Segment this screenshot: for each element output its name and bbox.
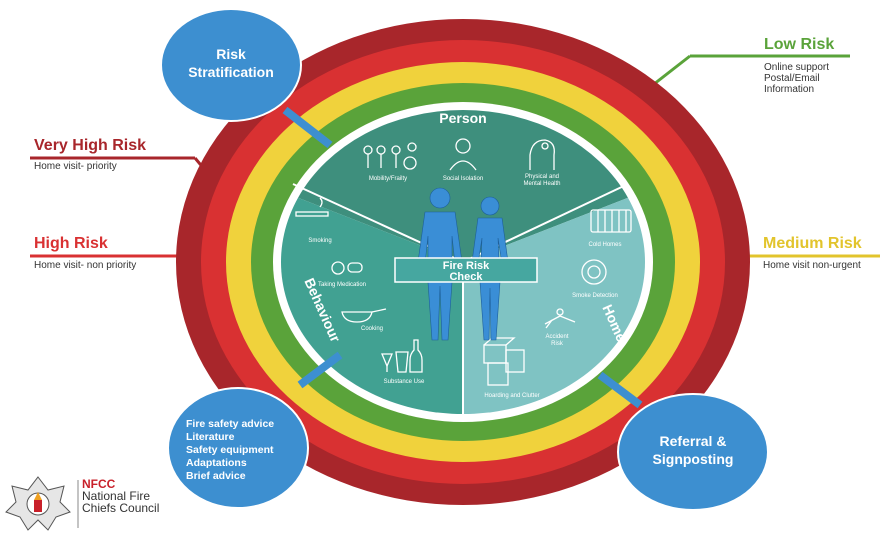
risk-low-sub-1: Postal/Email bbox=[764, 73, 820, 84]
center-label-line1: Fire Risk bbox=[443, 260, 490, 272]
risk-very-high: Very High Risk Home visit- priority bbox=[34, 137, 146, 172]
risk-high-title: High Risk bbox=[34, 235, 108, 252]
behaviour-item-substance: Substance Use bbox=[384, 379, 425, 385]
bubble-referral-line1: Referral & bbox=[660, 433, 727, 449]
advice-item-4: Brief advice bbox=[186, 470, 246, 482]
person-item-mental: Mental Health bbox=[523, 181, 560, 187]
smoking-icon bbox=[295, 197, 329, 217]
segment-home bbox=[463, 197, 645, 414]
center-label-box bbox=[394, 257, 538, 283]
nfcc-badge-icon bbox=[5, 476, 71, 531]
hoarding-boxes-icon bbox=[483, 337, 525, 386]
nfcc-logo-text: NFCC National Fire Chiefs Council bbox=[82, 478, 159, 514]
behaviour-item-medication: Taking Medication bbox=[318, 282, 366, 288]
bubble-connector-tl bbox=[282, 106, 333, 149]
person-item-social: Social Isolation bbox=[443, 176, 483, 182]
home-item-accident: Accident bbox=[545, 334, 568, 340]
advice-item-1: Literature bbox=[186, 431, 235, 443]
advice-item-0: Fire safety advice bbox=[186, 418, 274, 430]
nfcc-name-line1: National Fire bbox=[82, 489, 151, 503]
risk-very-high-sub: Home visit- priority bbox=[34, 161, 117, 172]
bubble-connector-bl bbox=[297, 351, 343, 389]
risk-very-high-title: Very High Risk bbox=[34, 137, 147, 154]
nfcc-abbr: NFCC bbox=[82, 477, 116, 491]
advice-item-3: Adaptations bbox=[186, 457, 247, 469]
behaviour-item-smoking: Smoking bbox=[308, 238, 331, 244]
substance-use-icon bbox=[381, 339, 423, 373]
bubble-strat-line1: Risk bbox=[216, 46, 246, 62]
risk-high: High Risk Home visit- non priority bbox=[34, 235, 136, 271]
mental-health-icon bbox=[529, 139, 555, 170]
home-item-smoke: Smoke Detection bbox=[572, 293, 618, 299]
risk-low-sub-2: Information bbox=[764, 84, 815, 95]
bubble-risk-stratification bbox=[160, 8, 302, 122]
nfcc-name-line2: Chiefs Council bbox=[82, 501, 160, 515]
home-item-risk: Risk bbox=[551, 341, 564, 347]
risk-low-sub-0: Online support bbox=[764, 62, 830, 73]
behaviour-item-cooking: Cooking bbox=[361, 326, 383, 332]
bubble-strat-line2: Stratification bbox=[188, 64, 274, 80]
accident-risk-icon bbox=[544, 308, 576, 329]
mobility-frailty-icon bbox=[363, 142, 417, 170]
risk-medium: Medium Risk Home visit non-urgent bbox=[763, 235, 862, 271]
risk-medium-sub: Home visit non-urgent bbox=[763, 260, 861, 271]
risk-medium-title: Medium Risk bbox=[763, 235, 862, 252]
bubble-referral-signposting bbox=[617, 393, 769, 511]
smoke-detector-icon bbox=[581, 259, 607, 285]
home-item-hoarding: Hoarding and Clutter bbox=[484, 393, 539, 399]
segment-behaviour bbox=[280, 197, 463, 414]
radiator-icon bbox=[590, 209, 632, 233]
cooking-icon bbox=[341, 308, 387, 323]
bubble-fire-safety-advice bbox=[167, 387, 309, 509]
person-item-mobility: Mobility/Frailty bbox=[369, 176, 407, 182]
person-item-physical: Physical and bbox=[525, 174, 559, 180]
medication-icon bbox=[331, 261, 363, 275]
center-label-line2: Check bbox=[449, 271, 483, 283]
advice-item-2: Safety equipment bbox=[186, 444, 274, 456]
risk-high-sub: Home visit- non priority bbox=[34, 260, 137, 271]
bubble-referral-line2: Signposting bbox=[653, 451, 734, 467]
social-isolation-icon bbox=[449, 138, 477, 171]
risk-low-title: Low Risk bbox=[764, 36, 835, 53]
segment-label-person: Person bbox=[439, 110, 486, 126]
bubble-connector-br bbox=[597, 371, 643, 409]
risk-low: Low Risk Online support Postal/Email Inf… bbox=[764, 36, 834, 95]
home-item-cold: Cold Homes bbox=[588, 242, 621, 248]
